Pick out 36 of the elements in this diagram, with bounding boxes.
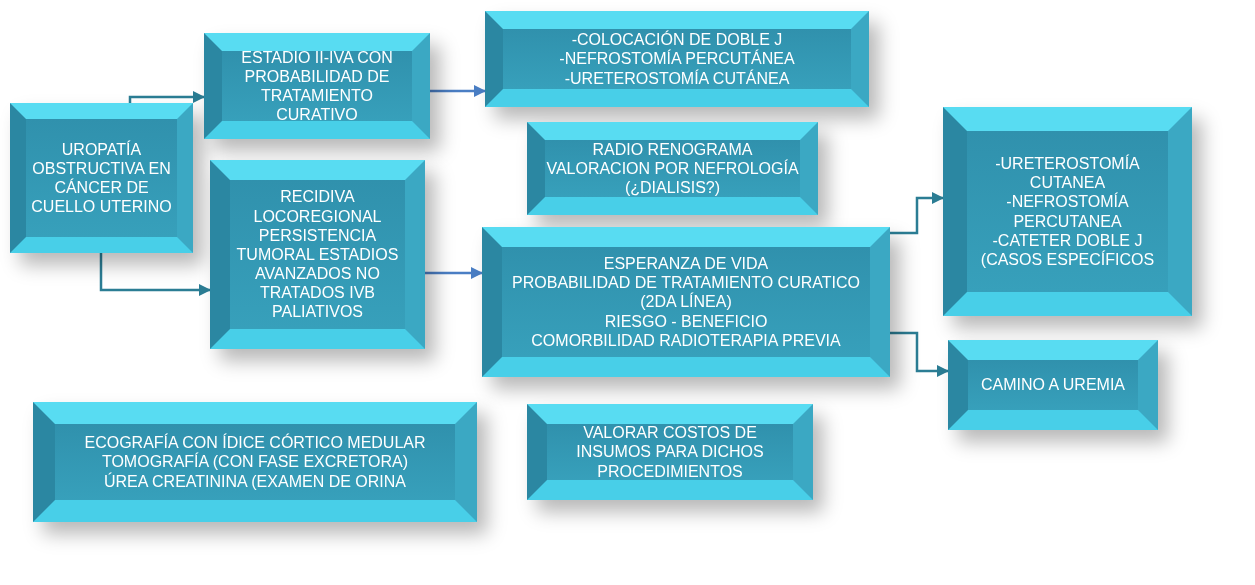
bevel-box [485, 11, 869, 107]
box-text: UROPATÍA OBSTRUCTIVA EN CÁNCER DE CUELLO UTERINO [30, 139, 173, 217]
box-text: ESPERANZA DE VIDA [603, 254, 769, 274]
box-text: TOMOGRAFÍA (CON FASE EXCRETORA) [101, 452, 409, 472]
arrow [890, 331, 949, 377]
box-text: RADIO RENOGRAMA [592, 139, 753, 159]
box-text: VALORAR COSTOS DE INSUMOS PARA DICHOS PROCEDIMIENTOS [575, 423, 765, 481]
box-text: ÚREA CREATININA (EXAMEN DE ORINA [104, 471, 406, 491]
arrow [99, 253, 211, 296]
arrow [430, 85, 486, 97]
box-text: -CATETER DOBLE J (CASOS ESPECÍFICOS [979, 230, 1156, 270]
bevel-box [204, 33, 430, 139]
box-text: -URETEROSTOMÍA CUTANEA [994, 153, 1141, 192]
box-text: ECOGRAFÍA CON ÍDICE CÓRTICO MEDULAR [84, 433, 426, 452]
arrow [890, 192, 944, 235]
bevel-box [527, 404, 813, 500]
box-text: RIESGO - BENEFICIO [604, 311, 768, 331]
box-text: ESTADIO II-IVA CON PROBABILIDAD DE TRATAMIENTO CURATIVO [240, 47, 394, 125]
bevel-box [948, 340, 1158, 430]
arrow [128, 91, 205, 103]
bevel-box [210, 160, 425, 349]
box-text: -URETEROSTOMÍA CUTÁNEA [564, 68, 790, 88]
arrow [425, 267, 483, 279]
box-text: -NEFROSTOMÍA PERCUTANEA [1005, 192, 1130, 231]
bevel-box [33, 402, 477, 522]
box-text: PROBABILIDAD DE TRATAMIENTO CURATICO (2DA LÍNEA) [511, 273, 861, 312]
box-text: VALORACION POR NEFROLOGÍA (¿DIALISIS?) [545, 158, 800, 198]
bevel-box [10, 103, 193, 253]
bevel-box [482, 227, 890, 377]
box-text: RECIDIVA LOCOREGIONAL PERSISTENCIA TUMORAL ESTADIOS AVANZADOS NO TRATADOS IVB PALIATIVOS [235, 187, 400, 322]
box-text: -NEFROSTOMÍA PERCUTÁNEA [559, 49, 795, 69]
box-text: -COLOCACIÓN DE DOBLE J [571, 30, 783, 49]
bevel-box [943, 107, 1192, 316]
bevel-box [527, 122, 818, 215]
box-text: CAMINO A UREMIA [981, 375, 1125, 395]
box-text: COMORBILIDAD RADIOTERAPIA PREVIA [531, 330, 841, 350]
